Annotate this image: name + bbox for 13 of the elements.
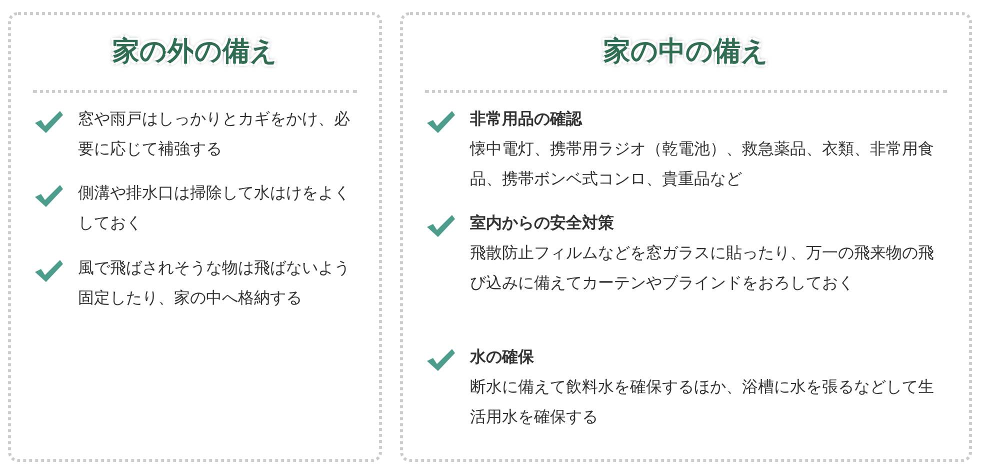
item-heading: 水の確保 [470,346,535,368]
card-panel [400,12,972,462]
card-heading: 家の中の備え [602,35,770,69]
item-text: 懐中電灯、携帯用ラジオ（乾電池）、救急薬品、衣類、非常用食品、携帯ボンベ式コンロ、貴重品など [470,138,935,190]
card-panel [8,12,382,462]
item-text: 断水に備えて飲料水を確保するほか、浴槽に水を張るなどして生活用水を確保する [470,376,935,428]
item-heading: 室内からの安全対策 [470,212,615,234]
item-text: 窓や雨戸はしっかりとカギをかけ、必要に応じて補強する [78,108,351,160]
item-text: 飛散防止フィルムなどを窓ガラスに貼ったり、万一の飛来物の飛び込みに備えてカーテンやブラインドをおろしておく [470,242,935,294]
item-heading: 非常用品の確認 [470,108,584,130]
card-heading: 家の外の備え [112,35,278,69]
item-text: 側溝や排水口は掃除して水はけをよくしておく [78,182,351,234]
item-text: 風で飛ばされそうな物は飛ばないよう固定したり、家の中へ格納する [78,257,351,309]
